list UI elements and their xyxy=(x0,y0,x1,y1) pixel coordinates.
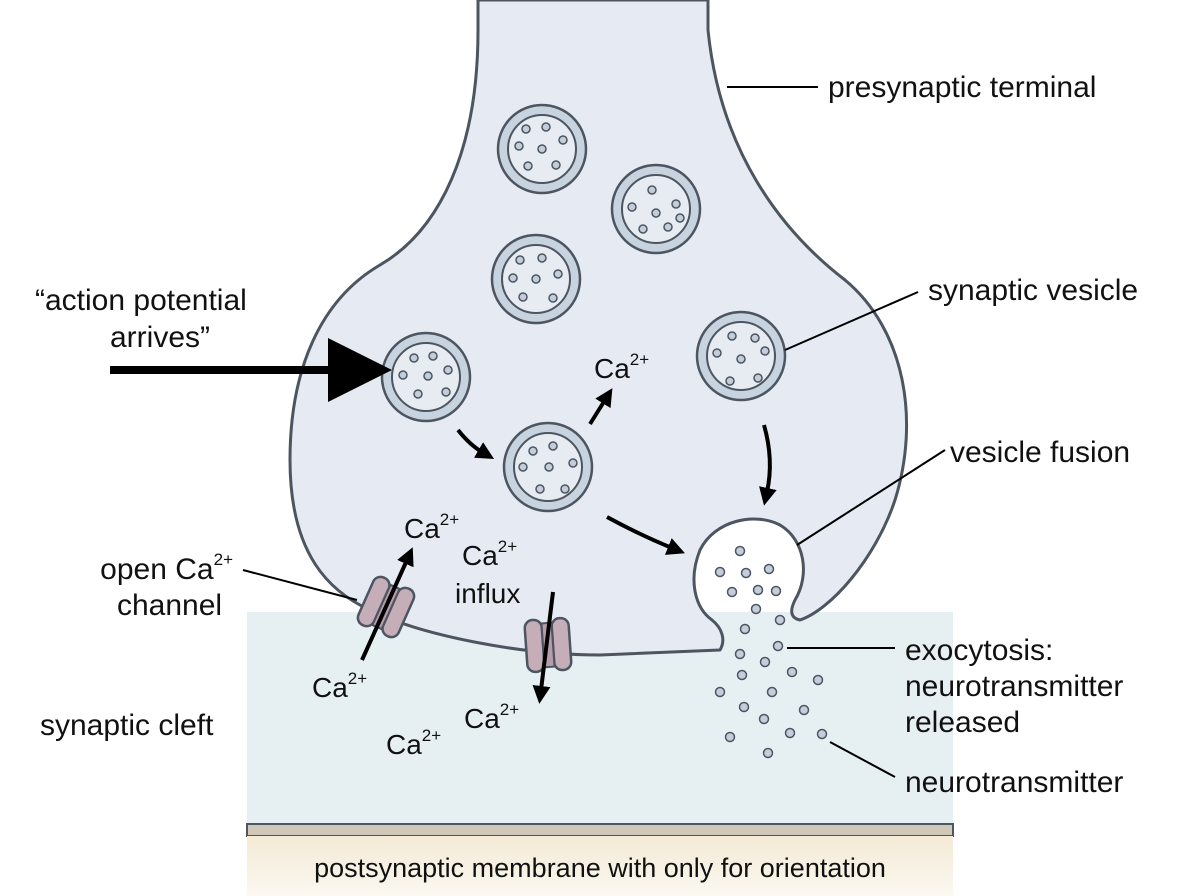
label-synaptic-vesicle: synaptic vesicle xyxy=(928,274,1138,307)
label-postsynaptic-membrane: postsynaptic membrane with only for orie… xyxy=(314,853,886,883)
leader-lines xyxy=(242,86,946,778)
label-neurotransmitter: neurotransmitter xyxy=(905,766,1123,799)
synaptic-vesicle xyxy=(380,331,472,423)
synaptic-vesicle xyxy=(695,310,787,402)
ca-up-arrow xyxy=(588,388,613,426)
ion-label: Ca2+ xyxy=(404,510,459,544)
label-synaptic-cleft: synaptic cleft xyxy=(40,709,214,742)
synaptic-vesicle xyxy=(496,103,588,195)
ion-label: Ca2+ xyxy=(386,726,441,760)
label-action-potential-1: “action potential xyxy=(35,284,247,317)
vesicle-dock-arrow xyxy=(606,515,685,555)
synaptic-vesicle xyxy=(610,163,702,255)
label-influx: influx xyxy=(455,578,520,609)
vesicle-descend-arrow xyxy=(759,424,777,506)
label-action-potential-2: arrives” xyxy=(110,321,210,354)
label-exocytosis-2: neurotransmitter xyxy=(905,670,1123,703)
ca-efflux-arrow-right xyxy=(532,591,555,704)
label-open-channel: open Ca2+ xyxy=(100,550,233,586)
ion-label: Ca2+ xyxy=(594,350,649,384)
presynaptic-terminal-body xyxy=(288,0,909,657)
postsynaptic-region xyxy=(247,836,953,896)
synaptic-vesicle xyxy=(490,233,582,325)
ion-label: Ca2+ xyxy=(462,537,517,571)
ca-influx-arrow-left xyxy=(360,547,414,661)
label-vesicle-fusion: vesicle fusion xyxy=(950,436,1130,469)
vesicle-move-arrow xyxy=(456,428,495,460)
fused-vesicle-contents xyxy=(714,545,782,615)
ion-label: Ca2+ xyxy=(312,669,367,703)
postsynaptic-membrane-band xyxy=(246,823,954,837)
ion-label: Ca2+ xyxy=(464,700,519,734)
open-calcium-channel xyxy=(523,616,573,674)
released-neurotransmitter xyxy=(714,614,828,759)
label-exocytosis-1: exocytosis: xyxy=(905,634,1053,667)
synaptic-vesicle xyxy=(502,421,594,513)
label-exocytosis-3: released xyxy=(905,706,1020,739)
label-channel: channel xyxy=(117,589,222,622)
label-presynaptic-terminal: presynaptic terminal xyxy=(828,71,1096,104)
